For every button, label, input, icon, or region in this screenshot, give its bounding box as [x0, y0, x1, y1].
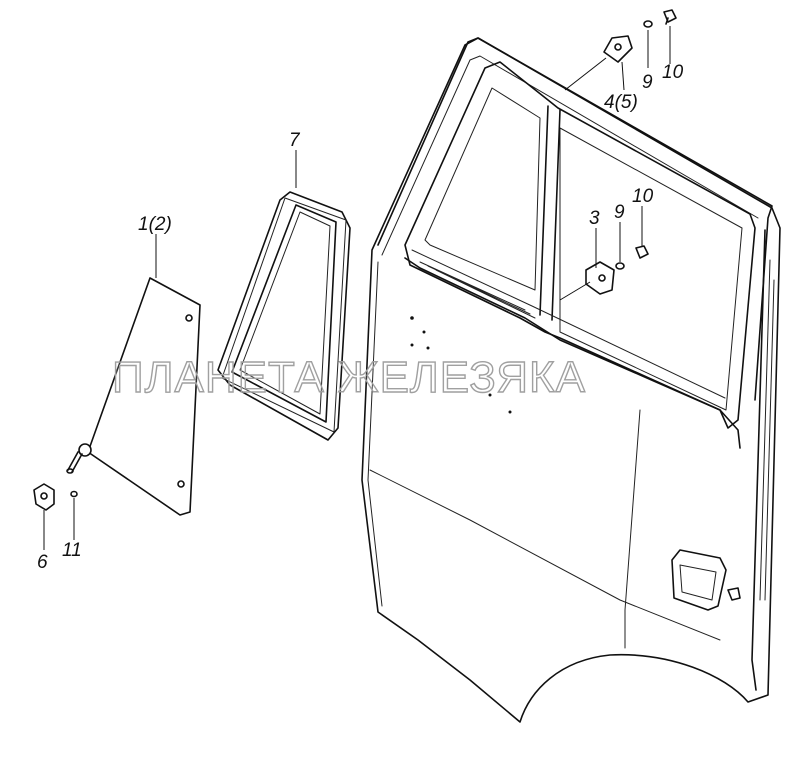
watermark-text: ПЛАНЕТА ЖЕЛЕЗЯКА — [112, 353, 586, 402]
door-edge-front — [367, 261, 383, 607]
bolt-upper — [663, 9, 677, 25]
glass-vent — [66, 277, 201, 516]
bracket-upper — [603, 35, 633, 63]
window-opening-inner — [424, 87, 541, 291]
door-edge-rear — [751, 229, 766, 691]
glass-rear-inner — [559, 127, 743, 411]
window-sill — [404, 257, 741, 449]
callout-washer-lower: 9 — [614, 202, 625, 223]
rear-seal-strip — [759, 259, 775, 601]
bolt-lower — [635, 245, 649, 259]
window-frame-outer — [377, 37, 773, 401]
callout-screw: 11 — [62, 540, 82, 561]
callout-seal: 7 — [289, 130, 301, 151]
window-opening — [404, 61, 756, 429]
door-holes — [410, 316, 512, 414]
leader-lines — [43, 26, 671, 550]
callout-bolt-upper: 10 — [662, 62, 684, 83]
door-seam — [624, 409, 641, 649]
seal-frame — [217, 191, 351, 441]
body-crease-lower — [369, 469, 721, 641]
screw — [70, 490, 78, 498]
callout-clip: 6 — [37, 552, 48, 573]
door-panel — [361, 37, 781, 723]
window-frame-inner-1 — [381, 55, 759, 256]
window-divider — [539, 105, 561, 321]
door-handle-recess — [671, 549, 741, 611]
clip — [33, 483, 55, 511]
window-sill-inner — [411, 249, 726, 399]
callout-bracket-lower: 3 — [589, 208, 600, 229]
washer-lower — [615, 262, 625, 270]
window-sill-texture — [419, 261, 536, 319]
callout-labels: 1(2) 7 4(5) 9 10 3 9 10 6 11 — [37, 62, 684, 573]
callout-washer-upper: 9 — [642, 72, 653, 93]
washer-upper — [643, 20, 653, 28]
callout-bracket-upper: 4(5) — [604, 92, 638, 113]
callout-bolt-lower: 10 — [632, 186, 654, 207]
callout-glass: 1(2) — [138, 214, 172, 235]
door-assembly — [361, 37, 781, 723]
